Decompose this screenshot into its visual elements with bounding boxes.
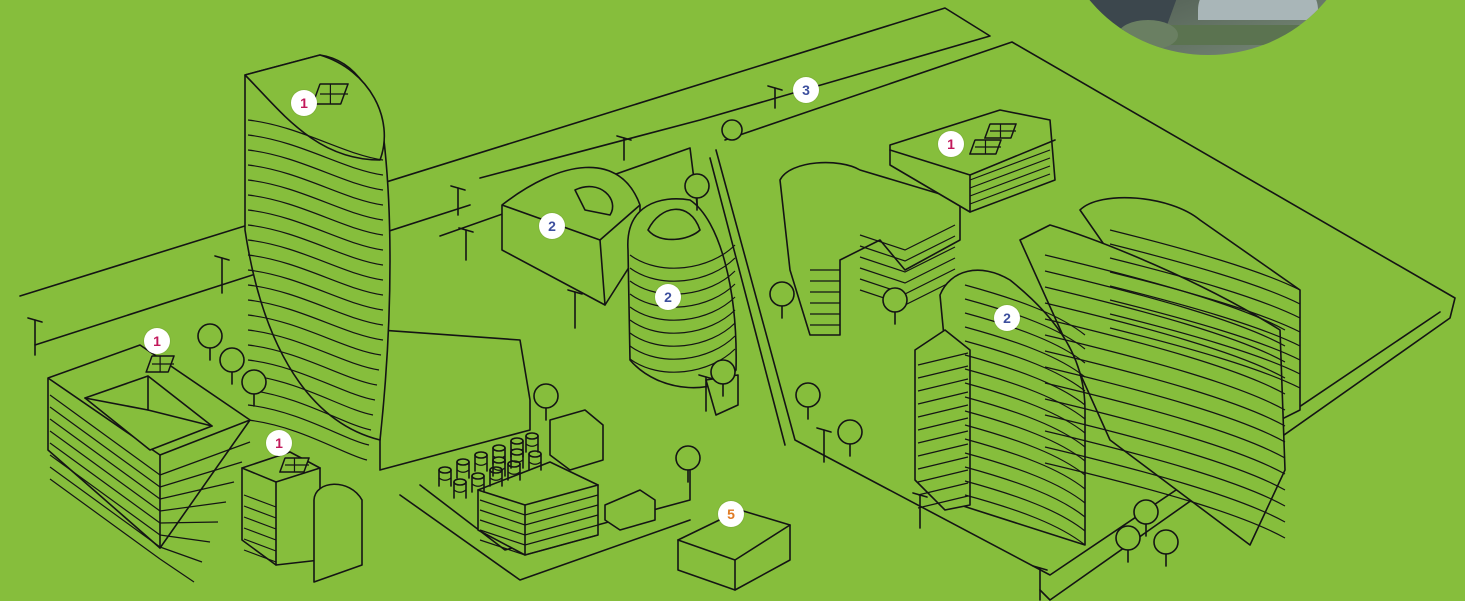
tall-curved-tower — [245, 55, 530, 470]
marker-curved-complex: 2 — [994, 305, 1020, 331]
marker-label: 5 — [727, 507, 735, 521]
marker-label: 3 — [802, 83, 810, 97]
marker-street-lights: 3 — [793, 77, 819, 103]
cooling-unit-icon — [457, 459, 469, 465]
marker-small-block-roof-solar: 1 — [266, 430, 292, 456]
lowrise-floor-line — [160, 559, 194, 582]
tree-icon — [198, 324, 222, 348]
cooling-unit-icon — [511, 449, 523, 455]
cooling-unit-ring — [475, 463, 487, 465]
tree-icon — [1116, 526, 1140, 550]
cooling-unit-icon — [526, 433, 538, 439]
cooling-unit-ring — [454, 490, 466, 492]
marker-tower-roof-solar: 1 — [291, 90, 317, 116]
cooling-unit-icon — [472, 473, 484, 479]
tree-icon — [242, 370, 266, 394]
tree-icon — [220, 348, 244, 372]
marker-label: 2 — [1003, 311, 1011, 325]
cooling-unit-ring — [439, 478, 451, 480]
marker-label: 1 — [300, 96, 308, 110]
tree-icon — [711, 360, 735, 384]
lower-center-buildings — [478, 410, 790, 590]
cooling-unit-ring — [490, 478, 502, 480]
tree-icon — [770, 282, 794, 306]
large-curved-complex — [915, 198, 1300, 545]
cooling-unit-icon — [529, 451, 541, 457]
cooling-unit-ring — [529, 462, 541, 464]
tree-icon — [883, 288, 907, 312]
cooling-unit-icon — [439, 467, 451, 473]
marker-center-block: 2 — [539, 213, 565, 239]
tree-icon — [1134, 500, 1158, 524]
marker-label: 1 — [947, 137, 955, 151]
marker-lowrise-roof-solar: 1 — [144, 328, 170, 354]
cooling-unit-icon — [493, 445, 505, 451]
tree-icon — [1154, 530, 1178, 554]
marker-label: 2 — [664, 290, 672, 304]
marker-label: 1 — [153, 334, 161, 348]
marker-label: 2 — [548, 219, 556, 233]
marker-oval-building: 2 — [655, 284, 681, 310]
center-buildings — [502, 167, 738, 415]
cooling-unit-ring — [472, 484, 484, 486]
cooling-unit-ring — [526, 444, 538, 446]
tree-icon — [685, 174, 709, 198]
tree-icon — [796, 383, 820, 407]
tree-icon — [722, 120, 742, 140]
cooling-unit-icon — [493, 457, 505, 463]
cooling-unit-icon — [454, 479, 466, 485]
lowrise-floor-line — [160, 547, 202, 562]
left-lowrise-building — [48, 345, 250, 582]
tree-icon — [534, 384, 558, 408]
marker-east-block-roof-solar: 1 — [938, 131, 964, 157]
marker-label: 1 — [275, 436, 283, 450]
marker-substation: 5 — [718, 501, 744, 527]
tree-icon — [838, 420, 862, 444]
tree-icon — [676, 446, 700, 470]
cooling-unit-ring — [457, 470, 469, 472]
cooling-unit-icon — [475, 452, 487, 458]
cooling-unit-icon — [511, 438, 523, 444]
